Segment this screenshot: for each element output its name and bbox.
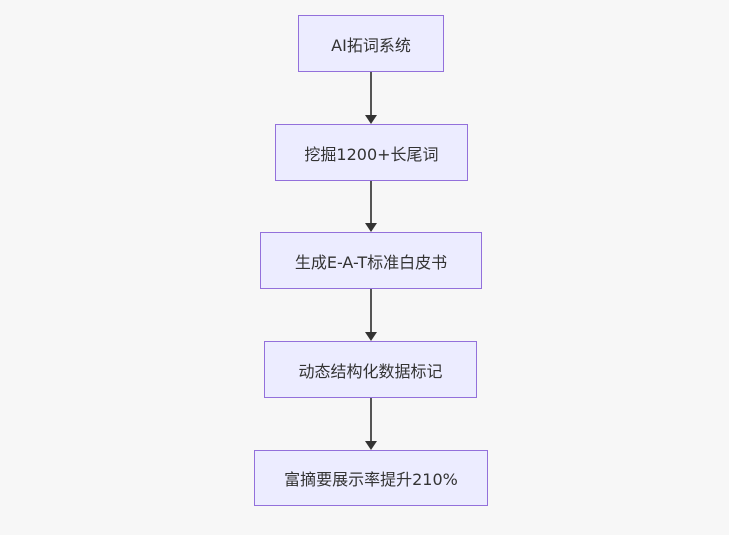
node-label: 动态结构化数据标记 <box>298 361 443 381</box>
flowchart-node-structured-data-markup: 动态结构化数据标记 <box>264 341 477 398</box>
flowchart-edge-4 <box>365 398 377 450</box>
node-label: 富摘要展示率提升210% <box>284 470 458 489</box>
edge-line <box>370 72 372 117</box>
node-label: AI拓词系统 <box>331 35 411 55</box>
flowchart-edge-1 <box>365 72 377 124</box>
arrow-down-icon <box>365 441 377 450</box>
arrow-down-icon <box>365 332 377 341</box>
node-label: 挖掘1200+长尾词 <box>304 144 439 164</box>
flowchart-node-eat-whitepaper: 生成E-A-T标准白皮书 <box>260 232 482 289</box>
flowchart-node-longtail-mining: 挖掘1200+长尾词 <box>275 124 468 181</box>
edge-line <box>370 289 372 334</box>
edge-line <box>370 398 372 443</box>
arrow-down-icon <box>365 115 377 124</box>
flowchart-node-ai-keyword-system: AI拓词系统 <box>298 15 444 72</box>
flowchart-node-rich-snippet-rate: 富摘要展示率提升210% <box>254 450 488 506</box>
node-label: 生成E-A-T标准白皮书 <box>294 252 448 272</box>
flowchart-edge-2 <box>365 181 377 232</box>
flowchart-edge-3 <box>365 289 377 341</box>
arrow-down-icon <box>365 223 377 232</box>
edge-line <box>370 181 372 225</box>
